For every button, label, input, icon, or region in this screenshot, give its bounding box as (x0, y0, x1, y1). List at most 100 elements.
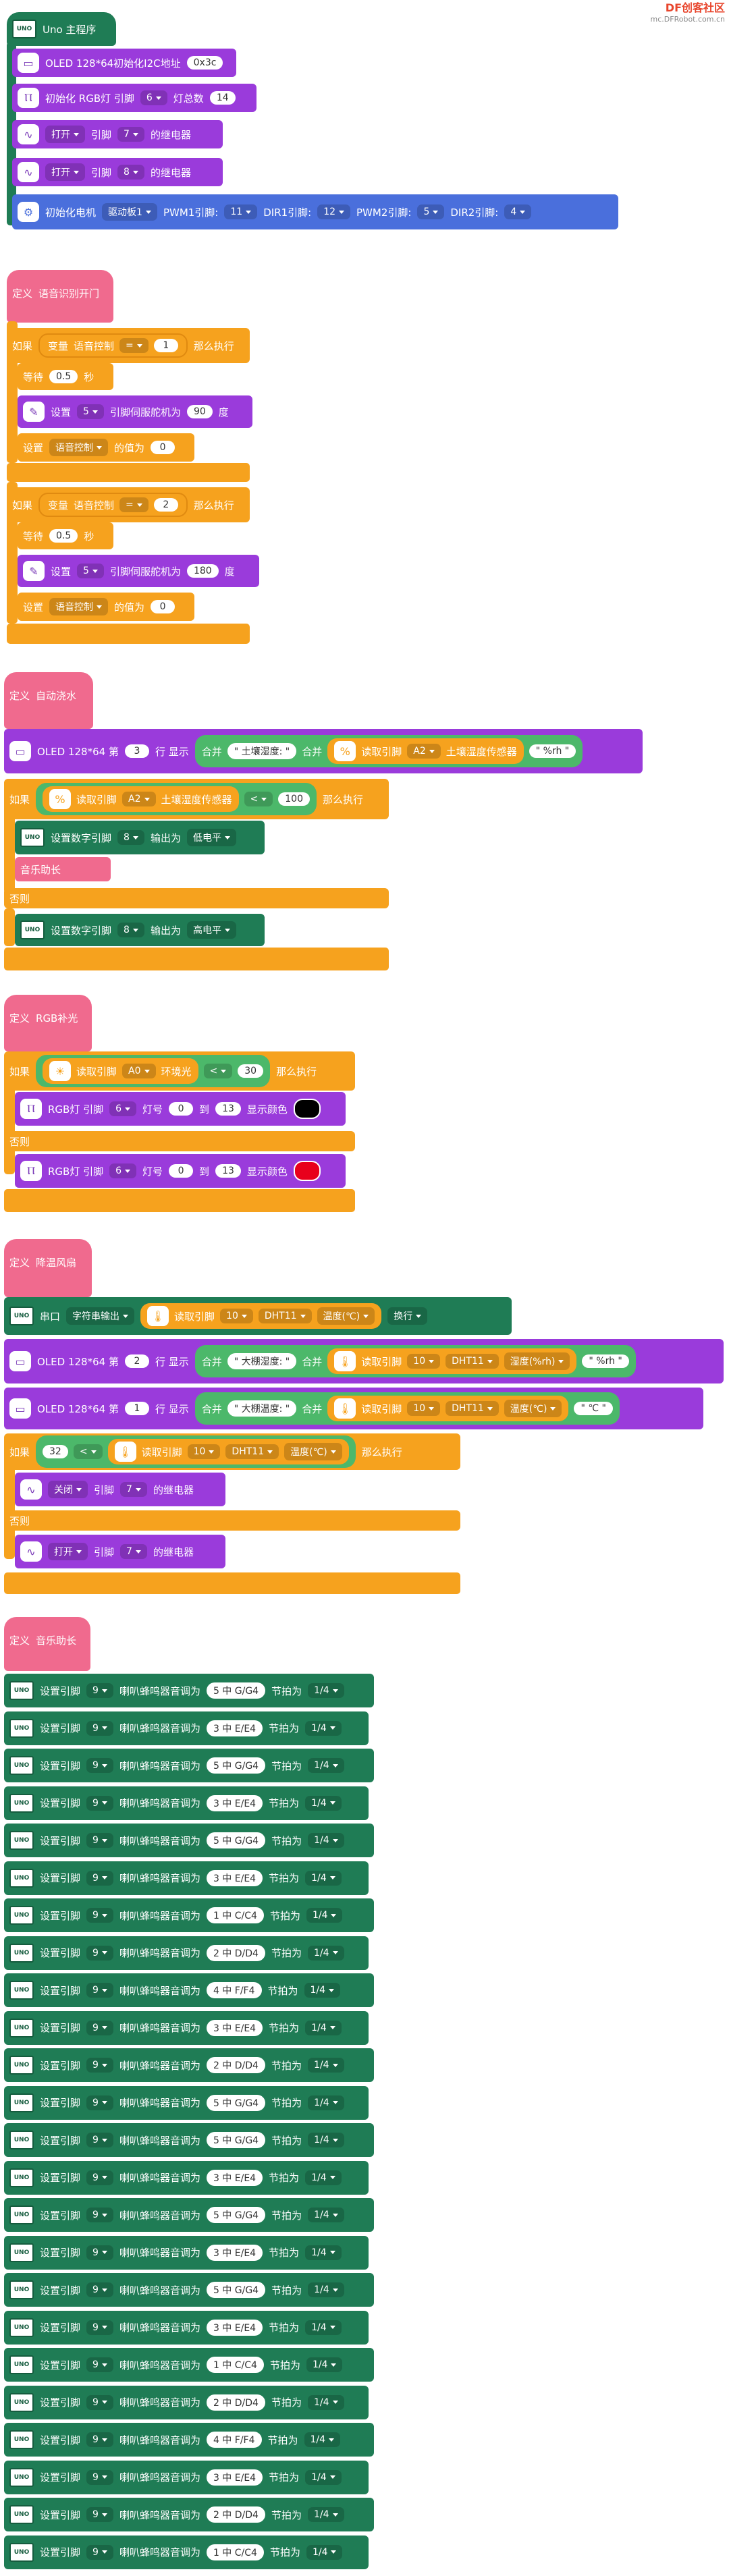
pin-dropdown[interactable]: A2 (122, 792, 156, 806)
beat-dropdown[interactable]: 1/4 (308, 2133, 344, 2147)
beat-dropdown[interactable]: 1/4 (304, 1983, 341, 1998)
oled-line-input[interactable]: 3 (124, 744, 149, 758)
note-selector[interactable]: 3 中 E/E4 (206, 2019, 263, 2036)
note-selector[interactable]: 1 中 C/C4 (206, 2357, 264, 2373)
string-literal[interactable]: " 土壤湿度: " (227, 743, 297, 759)
set-value-input[interactable]: 0 (151, 441, 176, 454)
relay-pin-dropdown[interactable]: 7 (120, 1482, 147, 1497)
note-selector[interactable]: 2 中 D/D4 (206, 1944, 265, 1961)
function-define-hat[interactable]: 定义 音乐助长 (4, 1617, 90, 1671)
dht-read-block[interactable]: 🌡 读取引脚 10 DHT11 温度(℃) (140, 1303, 382, 1329)
set-var-block[interactable]: 设置 语音控制 的值为 0 (18, 593, 194, 621)
buzzer-pin-dropdown[interactable]: 9 (86, 2208, 113, 2222)
buzzer-pin-dropdown[interactable]: 9 (86, 2432, 113, 2447)
beat-dropdown[interactable]: 1/4 (307, 2058, 344, 2073)
function-define-hat[interactable]: 定义 自动浇水 (4, 672, 93, 729)
buzzer-pin-dropdown[interactable]: 9 (86, 1870, 113, 1886)
beat-dropdown[interactable]: 1/4 (307, 2394, 344, 2410)
operator-dropdown[interactable]: < (73, 1444, 103, 1459)
beat-dropdown[interactable]: 1/4 (308, 2282, 344, 2297)
rgb-pin-dropdown[interactable]: 6 (140, 90, 167, 105)
wait-input[interactable]: 0.5 (49, 370, 78, 383)
oled-line-input[interactable]: 2 (124, 1354, 149, 1368)
relay-action-dropdown[interactable]: 打开 (48, 1543, 88, 1560)
note-selector[interactable]: 5 中 G/G4 (206, 2207, 266, 2223)
beat-dropdown[interactable]: 1/4 (304, 2432, 341, 2447)
note-selector[interactable]: 3 中 E/E4 (206, 2169, 263, 2186)
servo-block[interactable]: ✎ 设置 5 引脚伺服舵机为 90 度 (18, 395, 252, 428)
oled-address-input[interactable]: 0x3c (186, 56, 223, 70)
relay-pin-dropdown[interactable]: 8 (117, 165, 144, 180)
sensor-dropdown[interactable]: DHT11 (258, 1309, 312, 1323)
compare-condition[interactable]: 变量 语音控制 = 2 (38, 493, 188, 517)
beat-dropdown[interactable]: 1/4 (308, 2208, 344, 2222)
compare-value-input[interactable]: 2 (153, 498, 178, 512)
motor-init-block[interactable]: ⚙ 初始化电机 驱动板1 PWM1引脚: 11 DIR1引脚: 12 PWM2引… (12, 194, 618, 229)
compare-condition[interactable]: % 读取引脚 A2 土壤湿度传感器 < 100 (36, 783, 317, 815)
operator-dropdown[interactable]: = (119, 338, 148, 353)
operator-dropdown[interactable]: < (244, 792, 273, 806)
pin-dropdown[interactable]: 10 (407, 1354, 441, 1369)
threshold-input[interactable]: 100 (278, 792, 310, 806)
pwm2-dropdown[interactable]: 5 (417, 204, 445, 219)
buzzer-pin-dropdown[interactable]: 9 (86, 2095, 113, 2110)
note-selector[interactable]: 1 中 C/C4 (206, 1907, 264, 1923)
note-selector[interactable]: 4 中 F/F4 (206, 1982, 262, 1998)
reading-type-dropdown[interactable]: 温度(℃) (504, 1400, 562, 1417)
string-literal[interactable]: " 大棚湿度: " (227, 1353, 297, 1369)
note-selector[interactable]: 3 中 E/E4 (206, 1794, 263, 1811)
buzzer-pin-dropdown[interactable]: 9 (86, 2544, 113, 2560)
dir2-dropdown[interactable]: 4 (504, 204, 532, 219)
beat-dropdown[interactable]: 1/4 (305, 2469, 342, 2485)
buzzer-pin-dropdown[interactable]: 9 (86, 1908, 113, 1923)
pin-dropdown[interactable]: 10 (407, 1401, 441, 1416)
buzzer-pin-dropdown[interactable]: 9 (86, 1833, 113, 1848)
relay-action-dropdown[interactable]: 打开 (45, 163, 85, 181)
relay-block-2[interactable]: ∿ 打开 引脚 8 的继电器 (12, 158, 223, 186)
buzzer-pin-dropdown[interactable]: 9 (86, 1945, 113, 1961)
note-selector[interactable]: 2 中 D/D4 (206, 2057, 265, 2073)
buzzer-pin-dropdown[interactable]: 9 (86, 2469, 113, 2485)
buzzer-pin-dropdown[interactable]: 9 (86, 2133, 113, 2147)
digital-pin-dropdown[interactable]: 8 (117, 830, 144, 845)
note-selector[interactable]: 5 中 G/G4 (206, 2282, 266, 2298)
wait-block[interactable]: 等待 0.5 秒 (18, 522, 113, 549)
dht-read-block[interactable]: 🌡 读取引脚 10 DHT11 温度(℃) (327, 1396, 569, 1421)
merge-expression[interactable]: 合并 " 大棚温度: " 合并 🌡 读取引脚 10 DHT11 温度(℃) " … (194, 1392, 620, 1425)
if-header[interactable]: 如果 ☀ 读取引脚 A0 环境光 < 30 那么执行 (4, 1051, 355, 1091)
beat-dropdown[interactable]: 1/4 (307, 1945, 344, 1961)
buzzer-pin-dropdown[interactable]: 9 (86, 2394, 113, 2410)
beat-dropdown[interactable]: 1/4 (308, 1833, 344, 1848)
dht-read-block[interactable]: 🌡 读取引脚 10 DHT11 温度(℃) (107, 1439, 349, 1464)
color-swatch[interactable] (293, 1099, 321, 1119)
if-header[interactable]: 如果 32 < 🌡 读取引脚 10 DHT11 温度(℃) 那么执行 (4, 1433, 460, 1470)
if-header[interactable]: 如果 变量 语音控制 = 2 那么执行 (7, 487, 250, 522)
note-selector[interactable]: 2 中 D/D4 (206, 2394, 265, 2411)
serial-print-block[interactable]: UNO 串口 字符串输出 🌡 读取引脚 10 DHT11 温度(℃) 换行 (4, 1297, 512, 1335)
beat-dropdown[interactable]: 1/4 (308, 1758, 344, 1773)
note-selector[interactable]: 5 中 G/G4 (206, 1832, 266, 1848)
beat-dropdown[interactable]: 1/4 (308, 2095, 344, 2110)
buzzer-pin-dropdown[interactable]: 9 (86, 1983, 113, 1998)
buzzer-pin-dropdown[interactable]: 9 (86, 2245, 113, 2260)
merge-expression[interactable]: 合并 " 土壤湿度: " 合并 % 读取引脚 A2 土壤湿度传感器 " %rh … (194, 735, 583, 767)
compare-value-input[interactable]: 1 (153, 339, 178, 352)
sensor-read-block[interactable]: % 读取引脚 A2 土壤湿度传感器 (43, 786, 239, 812)
led-to-input[interactable]: 13 (215, 1164, 241, 1178)
buzzer-pin-dropdown[interactable]: 9 (86, 2507, 113, 2522)
sensor-dropdown[interactable]: DHT11 (446, 1354, 499, 1369)
function-define-hat[interactable]: 定义 降温风扇 (4, 1239, 92, 1297)
dir1-dropdown[interactable]: 12 (317, 204, 351, 219)
